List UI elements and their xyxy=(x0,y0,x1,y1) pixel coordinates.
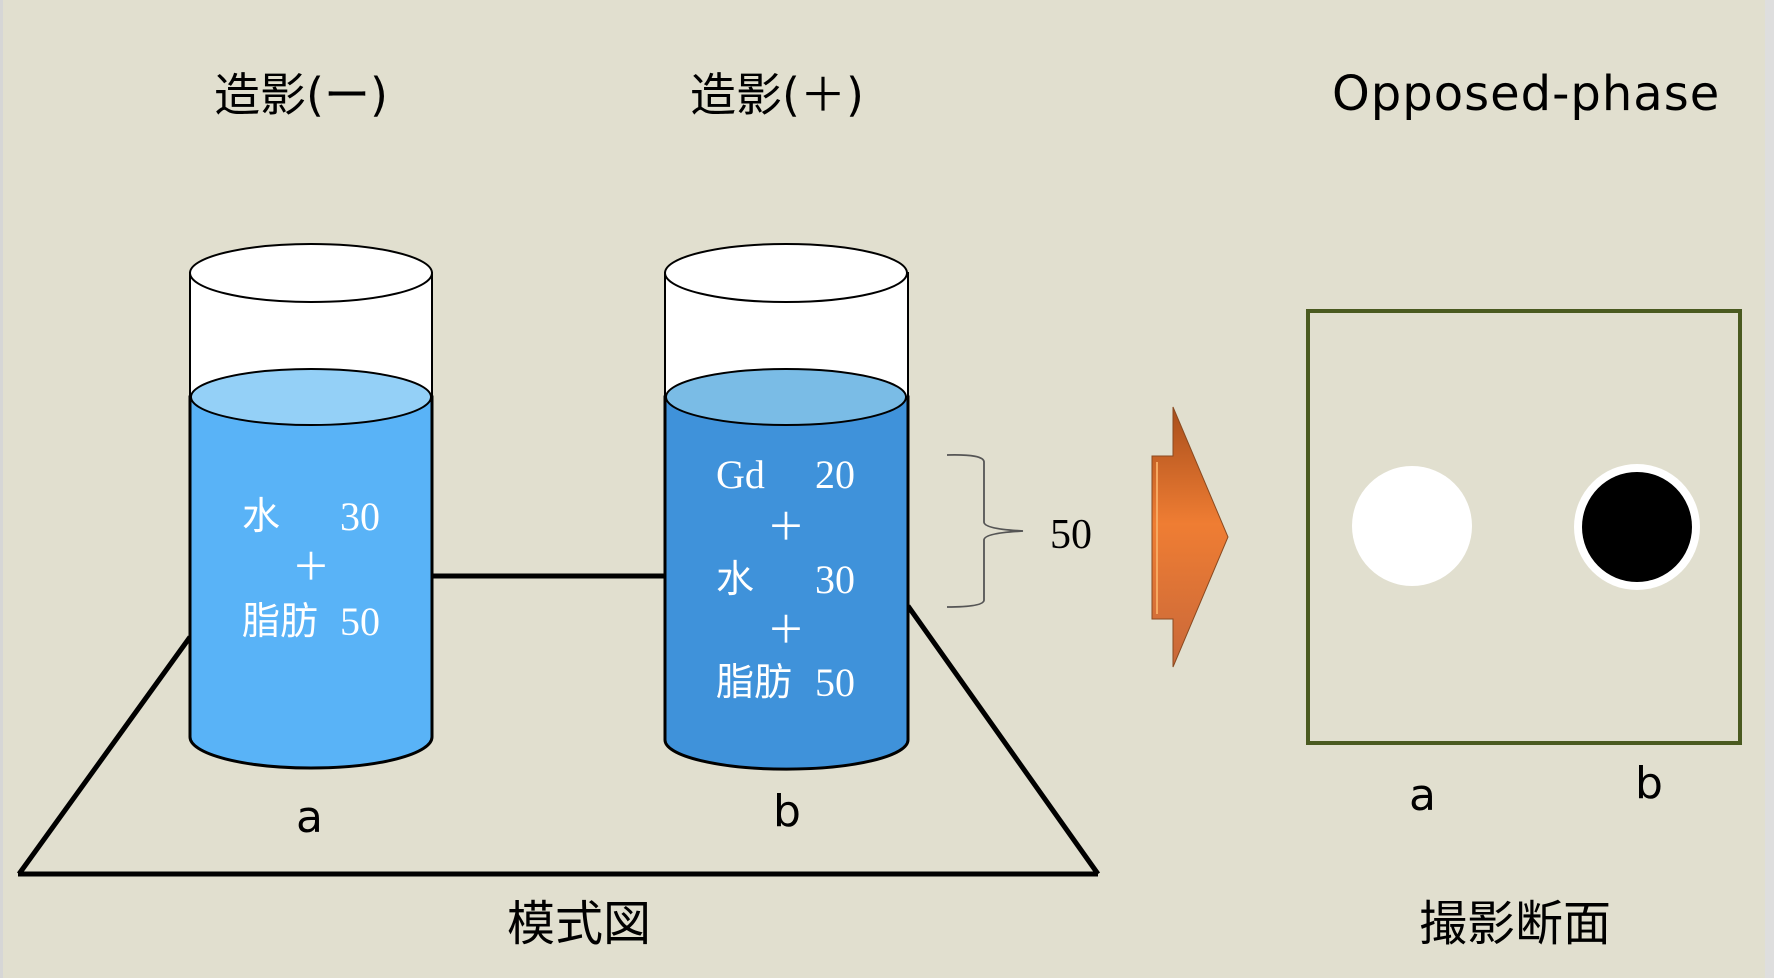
cross-section-caption: 撮影断面 xyxy=(1419,896,1612,952)
cross-section-frame xyxy=(1306,309,1742,745)
cross-section-spot-a xyxy=(1352,466,1472,586)
beaker-b-component-2-value: 30 xyxy=(815,560,855,600)
beaker-b-component-2: 水 xyxy=(716,560,754,598)
beaker-a-water-surface xyxy=(190,368,432,426)
component-name: 水 xyxy=(716,557,755,601)
schematic-caption: 模式図 xyxy=(507,896,652,952)
brace-total-label: 50 xyxy=(1050,512,1092,558)
beaker-b-component-1: Gd xyxy=(716,455,765,495)
beaker-b-plus-2: ＋ xyxy=(767,608,806,652)
beaker-b xyxy=(663,243,910,771)
beaker-b-rim xyxy=(664,243,908,303)
component-value: 20 xyxy=(815,452,855,497)
beaker-b-label: b xyxy=(773,786,801,837)
component-value: 50 xyxy=(340,599,380,644)
component-value: 50 xyxy=(815,660,855,705)
component-value: 30 xyxy=(340,494,380,539)
beaker-a xyxy=(188,243,434,770)
beaker-a-water xyxy=(188,395,434,770)
beaker-a-component-2-value: 50 xyxy=(340,602,380,642)
beaker-b-component-3: 脂肪 xyxy=(716,663,792,701)
beaker-a-component-2: 脂肪 xyxy=(242,602,318,640)
beaker-a-plus-1: ＋ xyxy=(292,545,331,589)
cross-section-label-b: b xyxy=(1635,758,1663,809)
cross-section-label-a: a xyxy=(1409,770,1436,821)
component-name: 水 xyxy=(242,494,281,538)
header-contrast-negative: 造影(ー) xyxy=(214,68,388,122)
component-name: Gd xyxy=(716,452,765,497)
right-scrollbar-edge xyxy=(1765,0,1774,978)
left-border xyxy=(0,0,3,978)
beaker-b-water xyxy=(663,395,910,771)
header-opposed-phase: Opposed-phase xyxy=(1332,66,1721,122)
platform-left-edge xyxy=(16,635,193,876)
component-name: 脂肪 xyxy=(716,660,793,704)
right-arrow-icon xyxy=(1151,406,1229,668)
brace-icon xyxy=(946,453,1024,608)
beaker-a-label: a xyxy=(296,792,323,843)
component-name: 脂肪 xyxy=(242,599,319,643)
cross-section-spot-b xyxy=(1582,472,1692,582)
beaker-a-rim xyxy=(189,243,433,303)
platform-right-edge xyxy=(905,604,1101,876)
beaker-a-component-1: 水 xyxy=(242,497,280,535)
header-contrast-positive: 造影(＋) xyxy=(690,68,864,122)
beaker-a-component-1-value: 30 xyxy=(340,497,380,537)
beaker-b-component-1-value: 20 xyxy=(815,455,855,495)
beaker-b-component-3-value: 50 xyxy=(815,663,855,703)
beaker-b-plus-1: ＋ xyxy=(767,505,806,549)
beaker-b-water-surface xyxy=(665,368,907,426)
component-value: 30 xyxy=(815,557,855,602)
